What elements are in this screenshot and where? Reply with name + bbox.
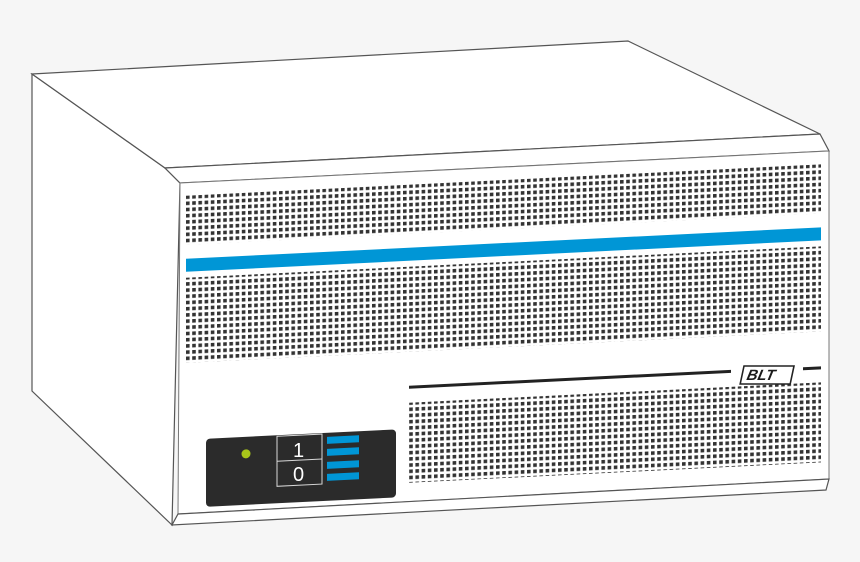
middle-vent-grille bbox=[186, 246, 821, 363]
svg-text:BLT: BLT bbox=[745, 367, 778, 384]
brand-logo: BLT bbox=[739, 365, 795, 385]
divider-line bbox=[409, 369, 731, 389]
upper-vent-grille bbox=[186, 164, 821, 245]
power-led bbox=[241, 449, 251, 459]
switch-on-label: 1 bbox=[293, 440, 304, 462]
indicator-bars bbox=[327, 435, 359, 481]
lower-vent-grille bbox=[409, 382, 821, 483]
switch-off-label: 0 bbox=[293, 464, 304, 486]
accent-stripe bbox=[186, 227, 821, 272]
power-switch[interactable] bbox=[276, 433, 323, 487]
logo-accent-line bbox=[803, 366, 821, 371]
bottom-bevel bbox=[170, 478, 830, 526]
control-panel bbox=[206, 429, 396, 507]
